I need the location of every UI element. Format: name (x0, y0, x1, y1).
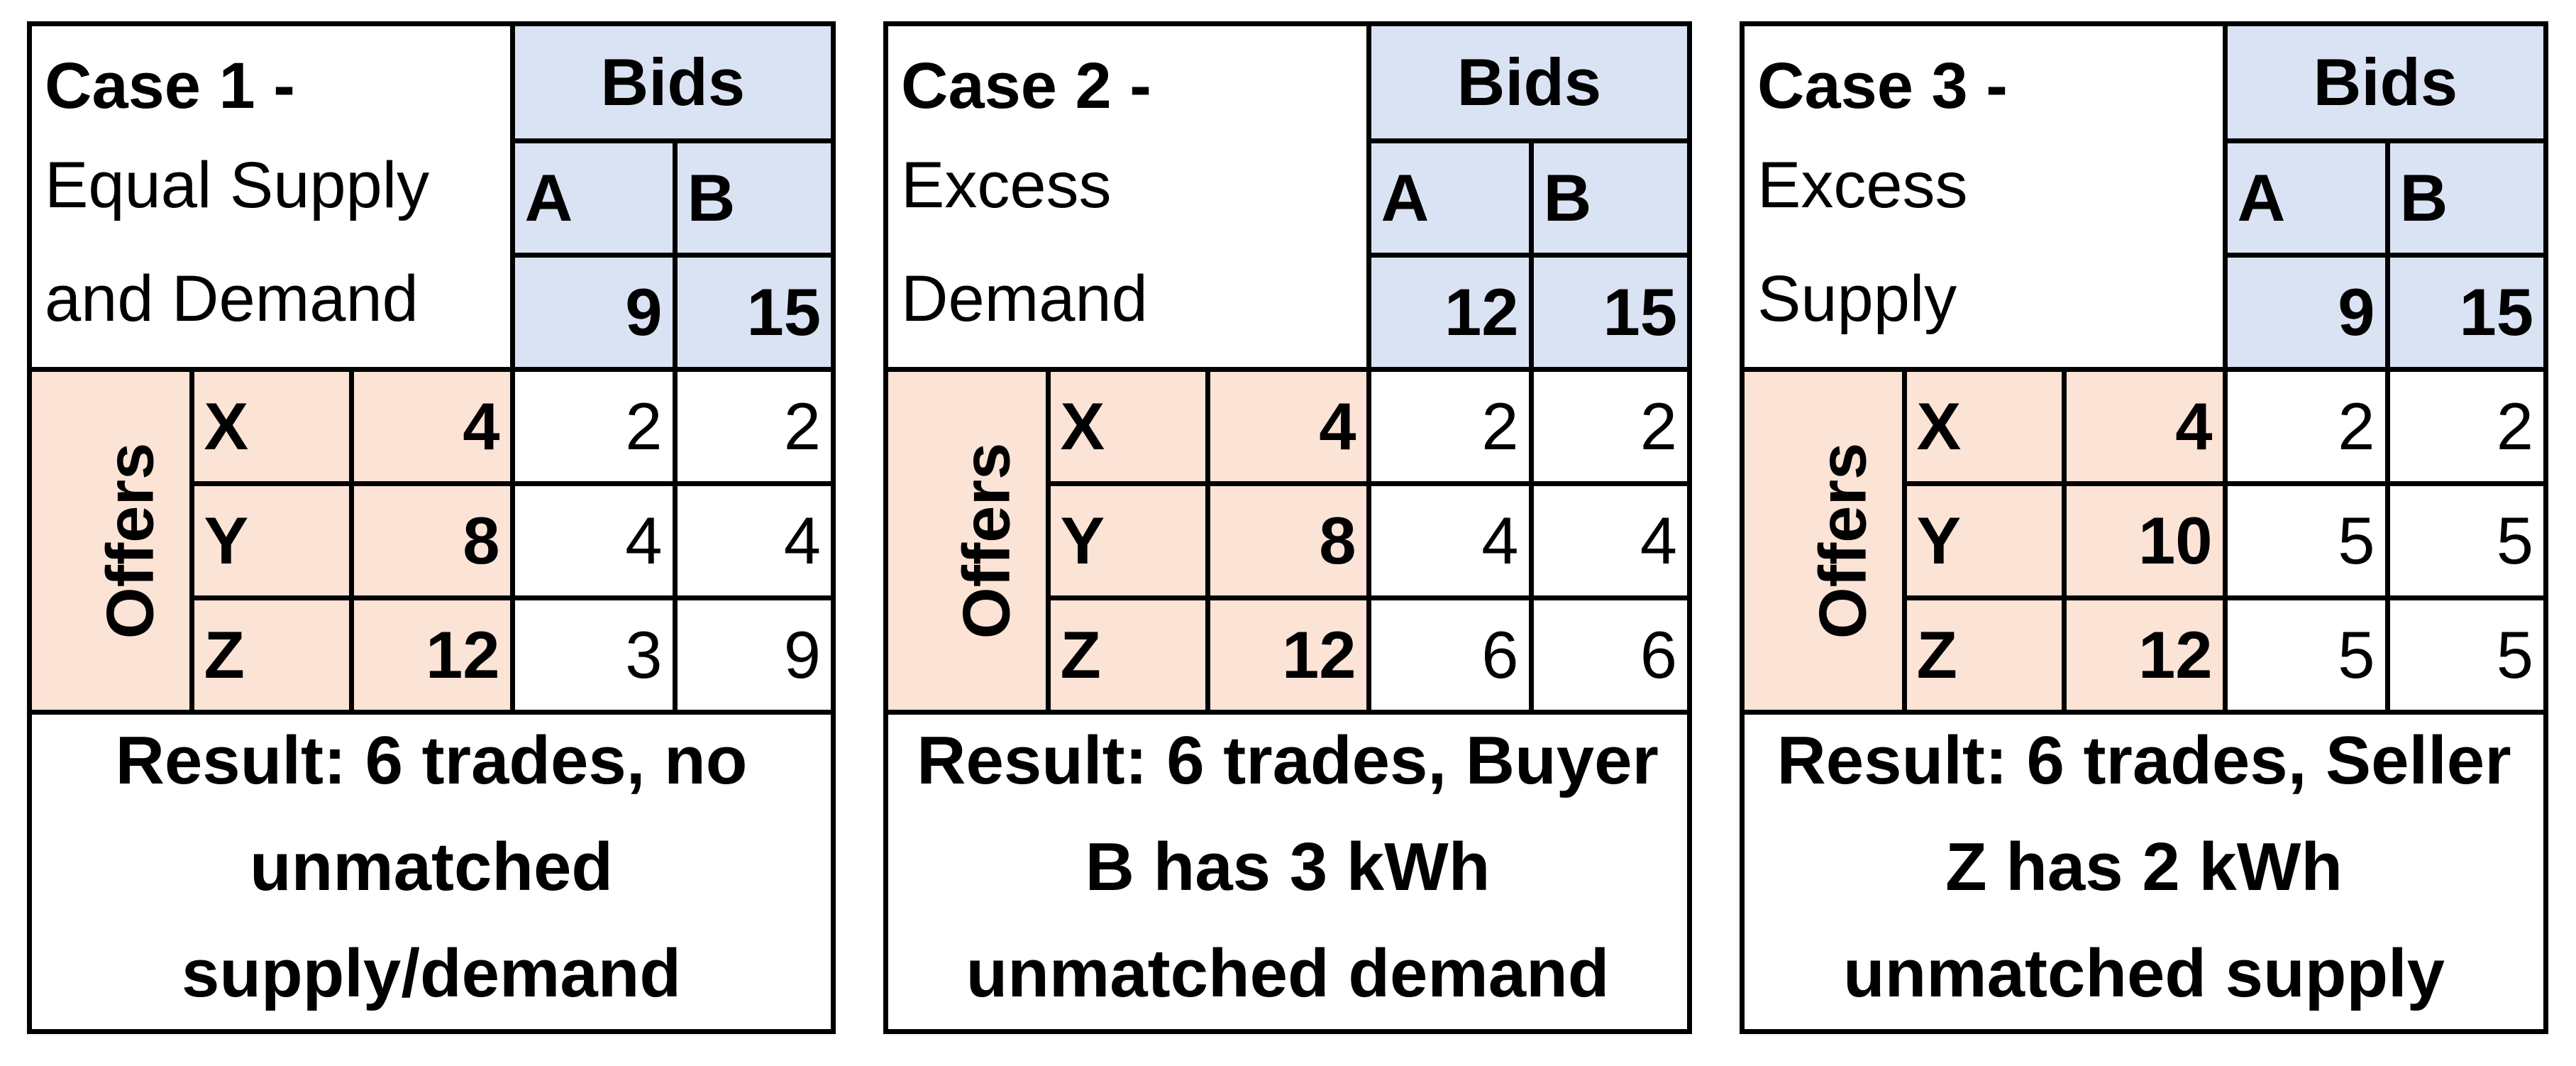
bids-header: Bids (1366, 26, 1688, 143)
case-title-cell: Case 3 - Excess Supply (1745, 26, 2228, 372)
offer-value: 8 (1205, 480, 1371, 600)
trade-cell-b: 2 (672, 366, 831, 486)
matching-table: Case 1 - Equal Supply and Demand Bids A … (32, 26, 831, 715)
bid-name-a: A (2225, 138, 2390, 258)
offers-label-cell: Offers (1745, 366, 1907, 715)
trade-cell-a: 3 (509, 595, 678, 715)
offers-label: Offers (949, 442, 1024, 639)
trade-cell-a: 2 (509, 366, 678, 486)
trade-cell-b: 9 (672, 595, 831, 715)
case-panel-3: Case 3 - Excess Supply Bids A B 9 15 Off… (1740, 21, 2548, 1034)
case-subtitle-line-1: Equal Supply (45, 149, 430, 221)
trade-cell-b: 4 (1528, 480, 1688, 600)
offer-value: 4 (2061, 366, 2228, 486)
offer-value: 12 (2061, 595, 2228, 715)
result-box: Result: 6 trades, no unmatched supply/de… (32, 705, 831, 1029)
bid-value-b: 15 (2384, 252, 2544, 372)
offer-name: X (1045, 366, 1210, 486)
offer-row: Z 12 6 6 (888, 595, 1688, 715)
offer-value: 10 (2061, 480, 2228, 600)
offer-value: 8 (348, 480, 515, 600)
bid-value-b: 15 (1528, 252, 1688, 372)
case-subtitle-line-1: Excess (901, 149, 1112, 221)
trade-cell-a: 4 (1366, 480, 1534, 600)
bids-header: Bids (509, 26, 831, 143)
bid-value-a: 12 (1369, 252, 1534, 372)
trade-cell-b: 5 (2384, 595, 2544, 715)
offer-value: 12 (348, 595, 515, 715)
bid-value-b: 15 (672, 252, 831, 372)
case-subtitle-line-2: and Demand (45, 263, 419, 335)
offers-label: Offers (1805, 442, 1880, 639)
case-subtitle-line-1: Excess (1757, 149, 1968, 221)
trade-cell-b: 2 (2384, 366, 2544, 486)
offer-row: Offers X 4 2 2 (1745, 366, 2544, 715)
trade-cell-a: 5 (2222, 595, 2390, 715)
offer-row: Offers X 4 2 2 (888, 366, 1688, 715)
offer-name: Y (192, 480, 354, 600)
offer-name: Z (192, 595, 354, 715)
bid-name-b: B (672, 138, 831, 258)
offer-row: Offers X 4 2 2 (32, 366, 831, 715)
case-title-cell: Case 1 - Equal Supply and Demand (32, 26, 515, 372)
trade-cell-a: 4 (509, 480, 678, 600)
case-subtitle-line-2: Supply (1757, 263, 1957, 335)
trade-cell-b: 5 (2384, 480, 2544, 600)
matching-table: Case 2 - Excess Demand Bids A B 12 15 Of… (888, 26, 1688, 715)
offers-label: Offers (92, 442, 167, 639)
case-title: Case 3 - (1757, 50, 2008, 122)
result-box: Result: 6 trades, Buyer B has 3 kWh unma… (888, 705, 1687, 1029)
case-subtitle-line-2: Demand (901, 263, 1148, 335)
case-title-cell: Case 2 - Excess Demand (888, 26, 1371, 372)
offer-name: Y (1904, 480, 2067, 600)
offer-row: Z 12 5 5 (1745, 595, 2544, 715)
offer-name: Y (1048, 480, 1210, 600)
case-panel-1: Case 1 - Equal Supply and Demand Bids A … (27, 21, 836, 1034)
offer-row: Y 8 4 4 (888, 480, 1688, 600)
bids-header: Bids (2222, 26, 2544, 143)
bid-name-a: A (512, 138, 678, 258)
offer-row: Y 8 4 4 (32, 480, 831, 600)
case-title: Case 1 - (45, 50, 295, 122)
offers-label-cell: Offers (32, 366, 194, 715)
result-text: Result: 6 trades, Buyer B has 3 kWh unma… (917, 722, 1659, 1011)
case-panel-2: Case 2 - Excess Demand Bids A B 12 15 Of… (883, 21, 1692, 1034)
bid-name-b: B (1528, 138, 1688, 258)
offer-row: Z 12 3 9 (32, 595, 831, 715)
trade-cell-a: 2 (1366, 366, 1534, 486)
trade-cell-a: 2 (2222, 366, 2390, 486)
offer-row: Y 10 5 5 (1745, 480, 2544, 600)
offer-value: 12 (1205, 595, 1371, 715)
offers-label-cell: Offers (888, 366, 1051, 715)
result-text: Result: 6 trades, no unmatched supply/de… (115, 722, 748, 1011)
bid-value-a: 9 (512, 252, 678, 372)
bid-name-b: B (2384, 138, 2544, 258)
matching-table: Case 3 - Excess Supply Bids A B 9 15 Off… (1745, 26, 2544, 715)
offer-value: 4 (1205, 366, 1371, 486)
trade-cell-a: 5 (2222, 480, 2390, 600)
result-box: Result: 6 trades, Seller Z has 2 kWh unm… (1745, 705, 2543, 1029)
offer-name: X (1901, 366, 2067, 486)
offer-name: X (189, 366, 354, 486)
trade-cell-b: 2 (1528, 366, 1688, 486)
result-text: Result: 6 trades, Seller Z has 2 kWh unm… (1776, 722, 2511, 1011)
trade-cell-b: 4 (672, 480, 831, 600)
bid-value-a: 9 (2225, 252, 2390, 372)
offer-name: Z (1048, 595, 1210, 715)
bid-name-a: A (1369, 138, 1534, 258)
offer-value: 4 (348, 366, 515, 486)
trade-cell-a: 6 (1366, 595, 1534, 715)
offer-name: Z (1904, 595, 2067, 715)
trade-cell-b: 6 (1528, 595, 1688, 715)
case-title: Case 2 - (901, 50, 1151, 122)
